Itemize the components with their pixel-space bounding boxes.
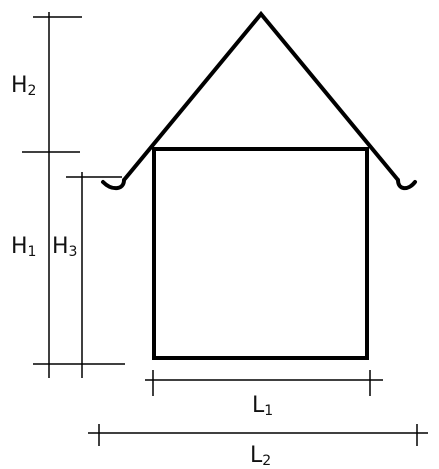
dimension-h1 <box>33 152 125 378</box>
label-h2: H2 <box>11 73 36 99</box>
dimension-h3 <box>66 172 122 378</box>
label-l1: L1 <box>252 393 273 419</box>
label-h1: H1 <box>11 234 36 260</box>
roof <box>122 10 400 182</box>
label-l2: L2 <box>250 443 271 469</box>
right-gutter-hook <box>396 178 417 191</box>
label-h3: H3 <box>52 234 77 260</box>
dimension-h2 <box>22 12 82 153</box>
left-gutter-hook <box>101 178 126 191</box>
house-wall <box>152 147 369 360</box>
dimension-l2 <box>88 424 428 446</box>
dimension-l1 <box>145 370 383 396</box>
